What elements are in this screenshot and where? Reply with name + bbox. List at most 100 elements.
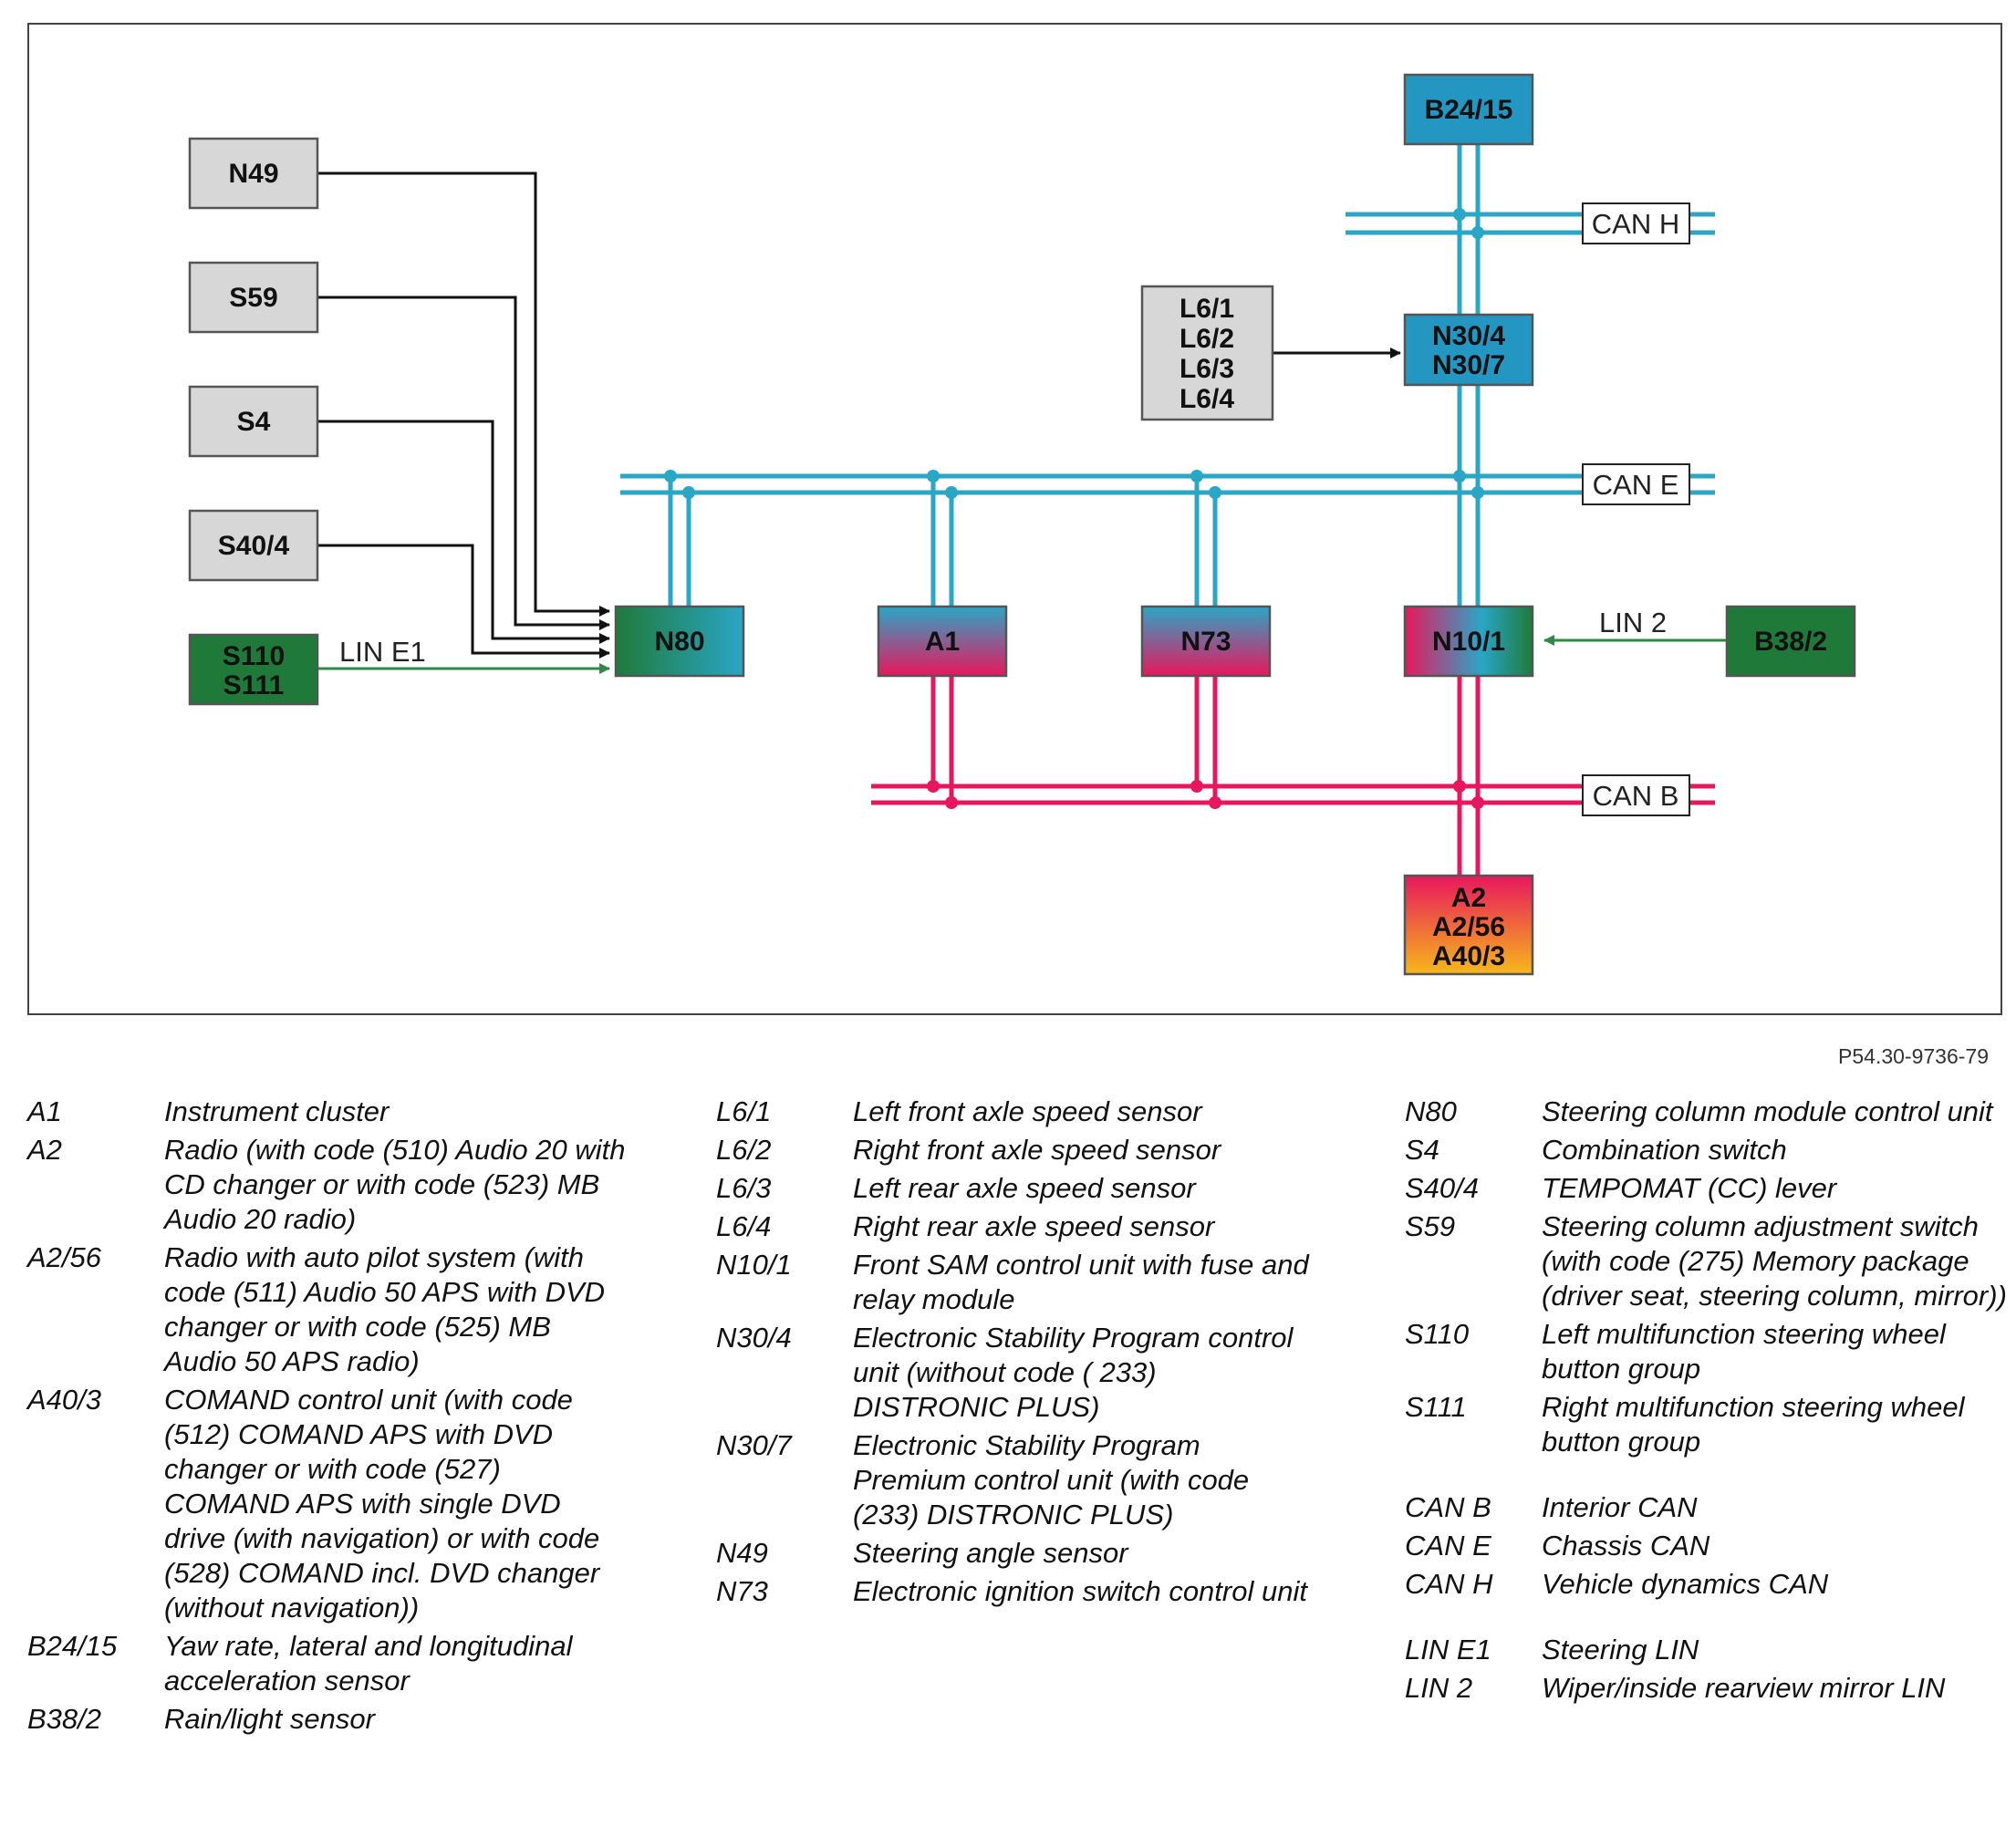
can-e-bus (620, 473, 1715, 495)
legend-code: A1 (27, 1095, 62, 1127)
box-a1: A1 (877, 605, 1008, 678)
legend-entry: A40/3 COMAND control unit (with code (512… (27, 1383, 629, 1625)
box-s59-label: S59 (229, 283, 277, 313)
legend-description: TEMPOMAT (CC) lever (1542, 1172, 1837, 1204)
lin-e1-label: LIN E1 (339, 636, 426, 668)
legend-code: CAN H (1405, 1568, 1493, 1600)
legend-code: S4 (1405, 1134, 1439, 1166)
legend-description: Instrument cluster (164, 1095, 390, 1127)
legend-description: Steering column module control unit (1542, 1095, 1993, 1127)
box-n30-4-label: N30/4 (1432, 321, 1505, 351)
legend-description: Combination switch (1542, 1134, 1787, 1166)
box-b24-15-label: B24/15 (1425, 95, 1513, 125)
box-n73-label: N73 (1180, 627, 1231, 657)
legend-description: Electronic Stability Program Premium con… (853, 1429, 1250, 1531)
box-n49-label: N49 (228, 159, 278, 189)
discrete-wires (317, 171, 1401, 659)
legend-description: Wiper/inside rearview mirror LIN (1542, 1672, 1946, 1704)
legend-entry: B24/15 Yaw rate, lateral and longitudinal… (27, 1629, 629, 1698)
legend-description: Vehicle dynamics CAN (1542, 1568, 1829, 1600)
box-l6-1-label: L6/1 (1179, 294, 1234, 324)
legend-description: COMAND control unit (with code (512) COM… (164, 1384, 600, 1624)
box-s4: S4 (188, 385, 319, 458)
legend-description: Steering column adjustment switch (with … (1542, 1210, 2007, 1312)
legend-code: B38/2 (27, 1703, 102, 1735)
legend-entry: L6/1 Left front axle speed sensor (716, 1095, 1309, 1129)
legend-code: LIN E1 (1405, 1634, 1491, 1665)
legend-code: L6/4 (716, 1210, 772, 1242)
legend-code: N49 (716, 1537, 768, 1569)
box-s59: S59 (188, 261, 319, 334)
can-h-label-box: CAN H (1582, 202, 1690, 244)
box-n80-label: N80 (654, 627, 704, 657)
legend-entry: L6/4 Right rear axle speed sensor (716, 1209, 1309, 1244)
legend-description: Right rear axle speed sensor (853, 1210, 1215, 1242)
legend-code: LIN 2 (1405, 1672, 1473, 1704)
legend-code: S40/4 (1405, 1172, 1480, 1204)
legend-entry: S4 Combination switch (1405, 1133, 2007, 1167)
legend-entry: N49 Steering angle sensor (716, 1536, 1309, 1571)
can-h-label: CAN H (1592, 208, 1679, 240)
can-e-label: CAN E (1593, 469, 1679, 501)
legend-code: N30/4 (716, 1322, 792, 1354)
legend-description: Left front axle speed sensor (853, 1095, 1202, 1127)
legend-entry: CAN B Interior CAN (1405, 1490, 2007, 1525)
box-a2: A2 A2/56 A40/3 (1403, 874, 1534, 976)
box-s110-label: S110 (223, 641, 285, 671)
can-e-label-box: CAN E (1582, 463, 1690, 505)
can-b-junctions (927, 780, 1484, 809)
legend-code: CAN E (1405, 1530, 1491, 1562)
legend-entry: CAN E Chassis CAN (1405, 1529, 2007, 1563)
legend-code: L6/3 (716, 1172, 772, 1204)
lin-2-wire: LIN 2 (1543, 607, 1727, 646)
box-n30-7-label: N30/7 (1432, 350, 1505, 380)
legend-description: Left rear axle speed sensor (853, 1172, 1196, 1204)
can-b-bus (871, 783, 1715, 805)
box-b38-2: B38/2 (1725, 605, 1856, 678)
legend-code: N73 (716, 1575, 768, 1607)
can-b-label-box: CAN B (1582, 774, 1690, 816)
legend-entry: N73 Electronic ignition switch control un… (716, 1574, 1309, 1609)
figure-reference: P54.30-9736-79 (1838, 1044, 1989, 1068)
box-n49: N49 (188, 137, 319, 210)
box-n30: N30/4 N30/7 (1403, 313, 1534, 387)
legend-description: Interior CAN (1542, 1491, 1698, 1523)
legend-description: Radio with auto pilot system (with code … (164, 1241, 606, 1377)
box-s111-label: S111 (223, 670, 285, 700)
box-s4-label: S4 (237, 407, 271, 437)
box-l6-3-label: L6/3 (1179, 354, 1234, 384)
legend-entry: S40/4 TEMPOMAT (CC) lever (1405, 1171, 2007, 1206)
box-l6-2-label: L6/2 (1179, 324, 1234, 354)
legend-description: Yaw rate, lateral and longitudinal accel… (164, 1630, 573, 1697)
legend-code: A2 (27, 1134, 62, 1166)
legend-entry: S59 Steering column adjustment switch (wi… (1405, 1209, 2007, 1313)
legend-description: Electronic Stability Program control uni… (853, 1322, 1294, 1423)
lin-e1-wire: LIN E1 (317, 636, 610, 674)
legend-description: Chassis CAN (1542, 1530, 1710, 1562)
legend-description: Left multifunction steering wheel button… (1542, 1318, 1946, 1385)
legend-entry: A1 Instrument cluster (27, 1095, 629, 1129)
box-n10-1-label: N10/1 (1432, 627, 1505, 657)
box-a2-56-label: A2/56 (1432, 912, 1505, 942)
legend-code: L6/1 (716, 1095, 772, 1127)
legend-description: Electronic ignition switch control unit (853, 1575, 1307, 1607)
legend-code: S59 (1405, 1210, 1456, 1242)
legend-code: A40/3 (27, 1384, 102, 1416)
legend-description: Steering angle sensor (853, 1537, 1128, 1569)
legend-code: S111 (1405, 1391, 1467, 1423)
legend-code: CAN B (1405, 1491, 1491, 1523)
legend-entry: LIN 2 Wiper/inside rearview mirror LIN (1405, 1671, 2007, 1706)
legend-code: B24/15 (27, 1630, 118, 1662)
box-a2-label: A2 (1451, 883, 1486, 913)
legend-code: L6/2 (716, 1134, 772, 1166)
legend-code: A2/56 (27, 1241, 102, 1273)
legend-entry: CAN H Vehicle dynamics CAN (1405, 1567, 2007, 1602)
can-e-junctions (664, 470, 1484, 499)
